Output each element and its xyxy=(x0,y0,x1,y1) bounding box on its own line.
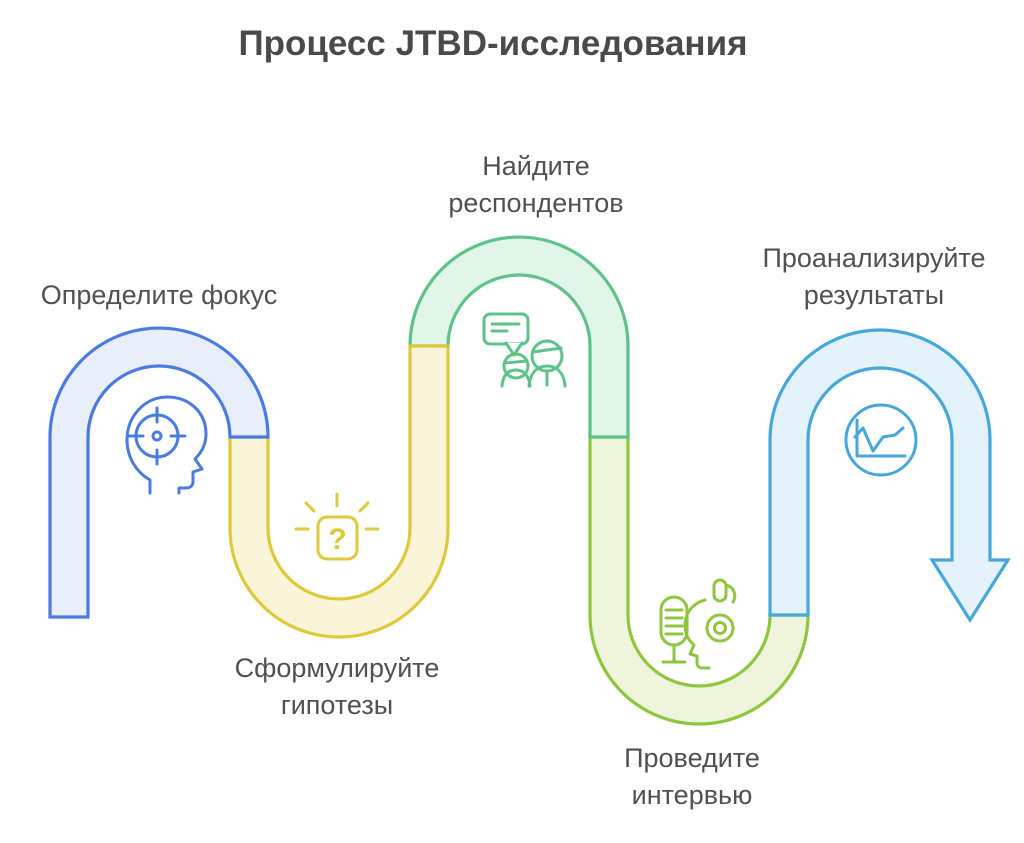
target-ticks xyxy=(127,406,187,466)
line-chart-circle-icon xyxy=(844,403,918,477)
step-3-label-line: респондентов xyxy=(448,188,624,218)
speech-bubble-people-icon xyxy=(482,312,567,388)
step-3-label-line: Найдите xyxy=(482,151,590,181)
step-1-label-line: Определите фокус xyxy=(40,280,278,310)
microphone-stand xyxy=(661,643,687,664)
chart-circle xyxy=(844,403,918,477)
microphone-grill-lines xyxy=(664,608,684,636)
step-4-label-line: интервью xyxy=(631,780,753,810)
person-front-head xyxy=(502,352,530,380)
microphone-interviewer-icon xyxy=(659,578,737,670)
person-front-shoulders xyxy=(500,368,532,388)
step-3-label: Найдите респондентов xyxy=(448,148,623,222)
microphone-capsule xyxy=(659,595,689,647)
question-glyph: ? xyxy=(328,523,346,556)
interviewer-head-profile xyxy=(683,598,711,670)
step-5-label-line: Проанализируйте xyxy=(762,243,986,273)
headset-band xyxy=(724,583,737,604)
step-2-label-line: Сформулируйте xyxy=(234,653,440,683)
speech-bubble-lines xyxy=(490,322,521,333)
tube-step-3-respondents xyxy=(408,235,630,439)
step-1-label: Определите фокус xyxy=(41,277,277,314)
headphone-earcup-inner xyxy=(713,621,727,635)
person-back-hair xyxy=(531,346,563,354)
target-center-dot xyxy=(151,430,163,442)
step-5-label: Проанализируйте результаты xyxy=(762,240,985,314)
tube-step-5-results-arrow xyxy=(768,328,1011,623)
chart-axes xyxy=(855,418,907,458)
question-box xyxy=(316,515,359,561)
head-with-target-icon xyxy=(125,395,208,495)
speech-bubble xyxy=(482,312,530,346)
idea-question-box-icon: ? xyxy=(294,492,380,561)
tube-step-1-focus xyxy=(48,326,270,619)
page-title: Процесс JTBD-исследования xyxy=(238,24,748,63)
person-back-shoulders xyxy=(527,364,567,388)
person-front-hair xyxy=(503,359,529,365)
shine-rays xyxy=(294,492,380,531)
tube-step-2-hypotheses xyxy=(228,344,450,639)
step-2-label-line: гипотезы xyxy=(280,690,394,720)
tube-step-4-interview xyxy=(588,435,810,726)
headphone-earcup-outer xyxy=(705,613,735,643)
chart-trend-line xyxy=(853,426,905,453)
step-2-label: Сформулируйте гипотезы xyxy=(235,650,440,724)
step-4-label: Проведите интервью xyxy=(624,740,760,814)
headset-mic xyxy=(712,578,728,603)
step-4-label-line: Проведите xyxy=(624,743,760,773)
step-5-label-line: результаты xyxy=(803,280,945,310)
head-profile-outline xyxy=(125,395,208,495)
